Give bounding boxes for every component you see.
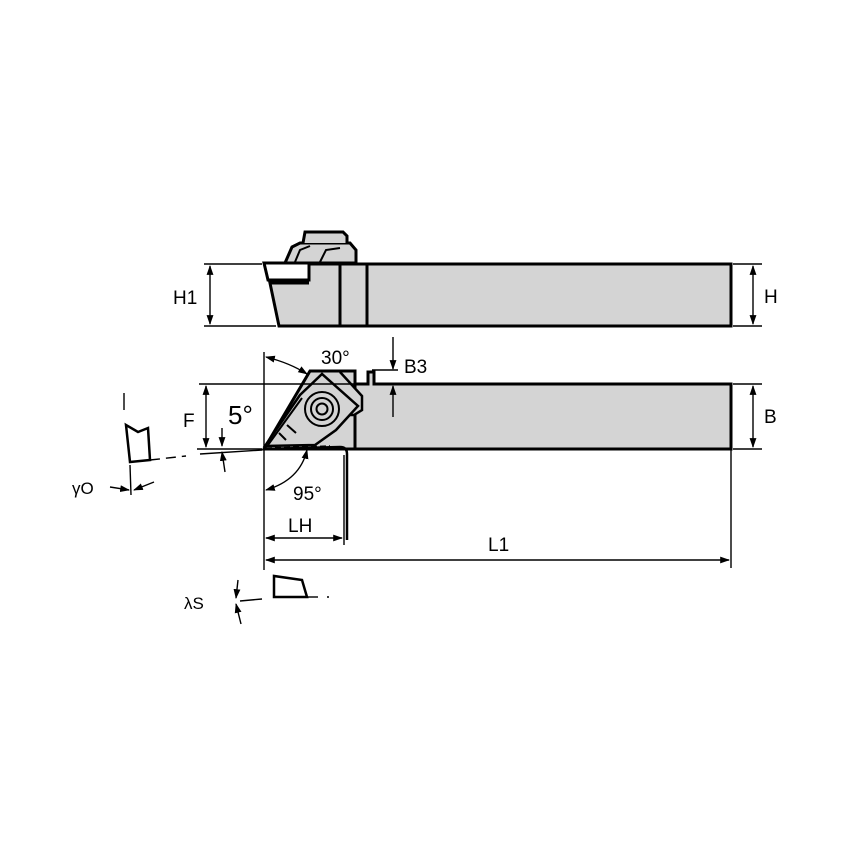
gamma-profile (124, 422, 152, 464)
side-clamp-top (301, 230, 349, 244)
front-face-line (263, 445, 349, 540)
f-label: F (183, 411, 195, 432)
top-insert-edge (267, 397, 303, 446)
angle-5-label: 5° (228, 400, 253, 430)
lambda-ref-horizontal (239, 598, 263, 602)
side-clamp-detail-2 (319, 247, 341, 263)
gamma-o-detail: γO (72, 393, 187, 498)
gamma-arrow-right (133, 481, 155, 491)
screw-outer (304, 391, 340, 427)
cutting-edge-dashed (265, 445, 331, 449)
lambda-arrow-top (233, 579, 241, 599)
screw-middle (310, 397, 334, 421)
gamma-o-label: γO (72, 479, 94, 498)
lambda-profile (272, 574, 309, 599)
gamma-ref-line (149, 455, 187, 461)
top-insert-chipbreaker (278, 424, 297, 441)
angle-95-label: 95° (293, 484, 322, 505)
side-shank (338, 262, 733, 328)
lambda-s-detail: λS (184, 574, 329, 625)
b3-label: B3 (404, 357, 427, 378)
h1-label: H1 (173, 288, 197, 309)
side-insert (262, 261, 311, 282)
gamma-ref-vertical (129, 464, 132, 496)
angle-30-label: 30° (321, 348, 350, 369)
screw-hex-icon (315, 402, 329, 416)
lh-label: LH (288, 516, 312, 537)
angle-5-ref-line (199, 449, 263, 455)
l1-label: L1 (488, 535, 509, 556)
b-label: B (764, 407, 777, 428)
lambda-arrow-bottom (234, 603, 242, 625)
angle-30-arc (265, 355, 308, 375)
h-label: H (764, 287, 778, 308)
top-shank (353, 370, 733, 451)
lambda-dot (327, 596, 329, 598)
angle-5-arrow-bottom (219, 451, 227, 473)
side-clamp-detail (294, 245, 311, 263)
gamma-arrow-left (109, 485, 130, 493)
lambda-s-label: λS (184, 594, 204, 613)
side-view: H1 H (173, 230, 778, 328)
top-view: 30° B3 F 5° B 95° LH L1 (183, 337, 777, 570)
angle-95-arc (265, 449, 309, 491)
